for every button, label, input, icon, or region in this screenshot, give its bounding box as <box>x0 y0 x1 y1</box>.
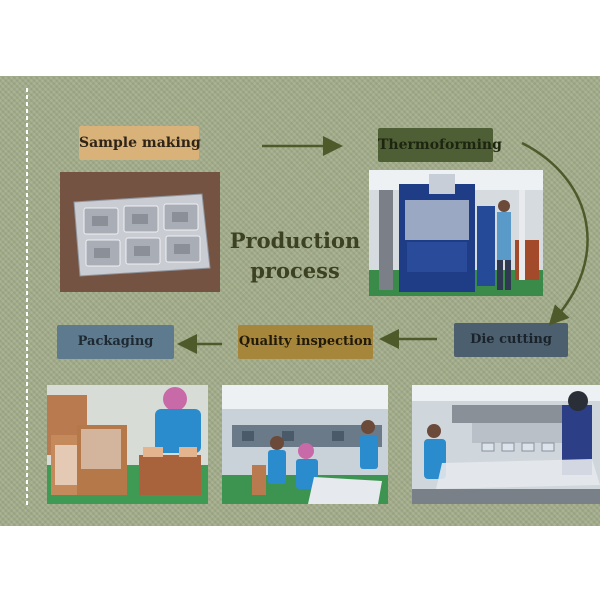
step-label-sample-making: Sample making <box>79 126 201 160</box>
step-label-die-cutting: Die cutting <box>454 323 568 357</box>
photo-quality-inspection-line <box>222 385 388 504</box>
photo-die-cutting-machine <box>412 385 600 504</box>
title-line-2: process <box>250 258 340 283</box>
step-label-packaging: Packaging <box>57 325 174 359</box>
title-line-1: Production <box>229 228 361 253</box>
slide-title: Production process <box>222 226 368 286</box>
step-label-quality-inspection: Quality inspection <box>238 325 373 359</box>
dotted-binding-line <box>26 88 28 508</box>
step-label-thermoforming: Thermoforming <box>378 128 502 162</box>
photo-sample-making-mold <box>60 172 220 292</box>
photo-packaging-worker <box>47 385 208 504</box>
photo-thermoforming-machine <box>369 170 543 296</box>
